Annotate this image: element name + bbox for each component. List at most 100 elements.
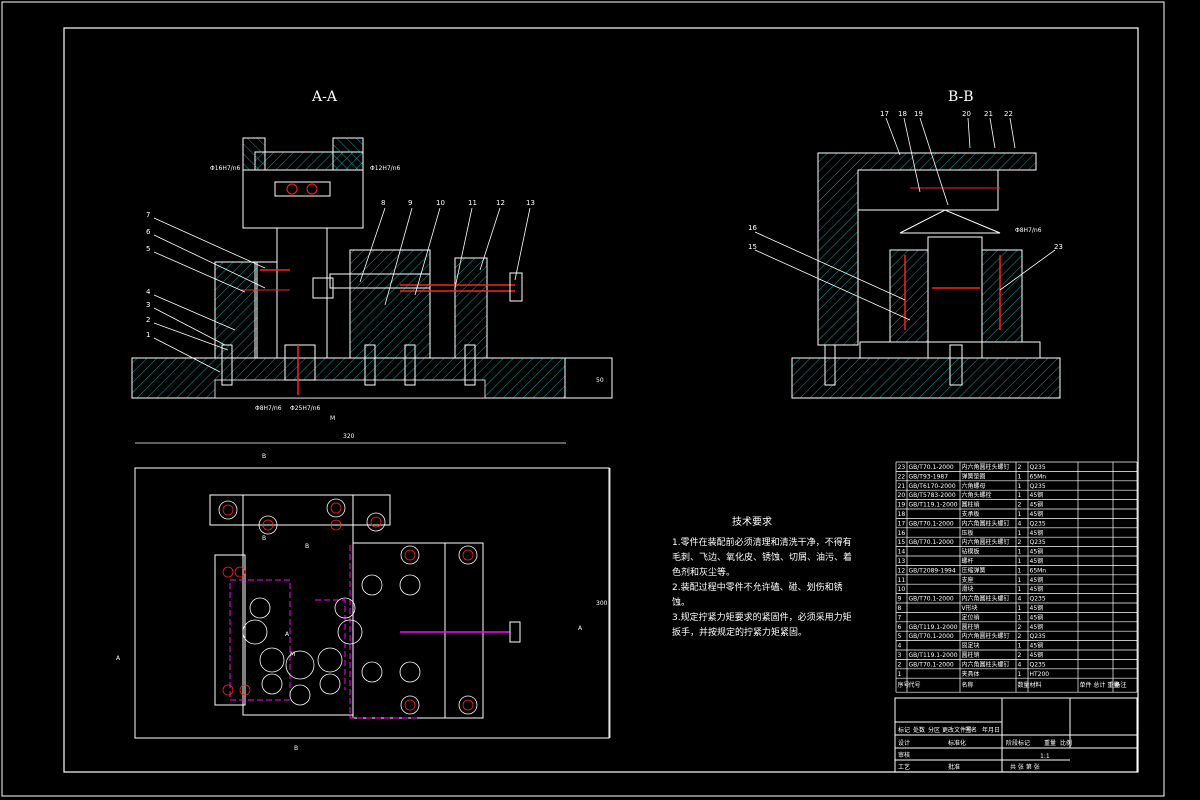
tb-date: 年月日 — [982, 726, 1000, 734]
table-cell: GB/T70.1-2000 — [909, 596, 954, 603]
tb-approve: 批准 — [948, 763, 960, 771]
table-cell: 45钢 — [1030, 510, 1044, 518]
part-number-10: 10 — [436, 199, 445, 207]
table-cell: 20 — [898, 492, 906, 499]
table-cell: GB/T119.1-2000 — [909, 652, 958, 659]
table-cell: 8 — [898, 605, 902, 612]
table-cell: 4 — [1018, 661, 1022, 668]
table-cell: 2 — [1018, 464, 1022, 471]
table-cell: 支座 — [962, 576, 974, 584]
dim-50: 50 — [596, 377, 604, 384]
part-number-5: 5 — [146, 245, 150, 253]
table-cell: 1 — [1018, 643, 1022, 650]
table-cell: 1 — [1018, 567, 1022, 574]
table-cell: 1 — [1018, 473, 1022, 480]
table-cell: 7 — [898, 614, 902, 621]
part-number-11: 11 — [468, 199, 477, 207]
tb-review: 审核 — [898, 751, 910, 759]
section-a-title: A-A — [311, 89, 338, 105]
table-cell: 10 — [898, 586, 906, 593]
table-cell: Q235 — [1030, 464, 1046, 471]
table-header-cell: 序号 — [898, 681, 910, 689]
table-cell: 5 — [898, 633, 902, 640]
table-header-cell: 材料 — [1030, 681, 1042, 689]
table-cell: 内六角圆柱头螺钉 — [962, 519, 1010, 527]
table-cell: Q235 — [1030, 539, 1046, 546]
table-cell: 14 — [898, 549, 906, 556]
table-cell: 内六角圆柱头螺钉 — [962, 632, 1010, 640]
table-cell: Q235 — [1030, 596, 1046, 603]
part-number-17: 17 — [880, 110, 889, 118]
table-cell: Q235 — [1030, 633, 1046, 640]
table-cell: 13 — [898, 558, 906, 565]
table-cell: 18 — [898, 511, 906, 518]
table-cell: 65Mn — [1030, 567, 1047, 574]
tb-scale-value: 1:1 — [1040, 753, 1050, 760]
table-cell: 19 — [898, 502, 906, 509]
table-cell: GB/T119.1-2000 — [909, 502, 958, 509]
part-number-12: 12 — [496, 199, 505, 207]
part-number-8: 8 — [381, 199, 385, 207]
table-cell: 定位销 — [962, 613, 980, 621]
section-b-title: B-B — [948, 89, 974, 105]
tb-standard: 标准化 — [948, 739, 966, 747]
table-cell: 17 — [898, 520, 906, 527]
table-cell: 固定块 — [962, 642, 980, 650]
table-cell: 45钢 — [1030, 557, 1044, 565]
table-cell: 12 — [898, 567, 906, 574]
tech-title: 技术要求 — [732, 517, 772, 528]
table-cell: 23 — [898, 464, 906, 471]
table-cell: 4 — [1018, 520, 1022, 527]
part-number-7: 7 — [146, 211, 150, 219]
table-cell: 45钢 — [1030, 529, 1044, 537]
table-cell: 1 — [1018, 671, 1022, 678]
tech-item-2: 2.装配过程中零件不允许磕、碰、划伤和锈蚀。 — [672, 583, 843, 608]
fit-bottom-2: Φ25H7/n6 — [290, 405, 321, 412]
table-cell: 螺杆 — [962, 557, 974, 565]
table-cell: 16 — [898, 530, 906, 537]
table-header-cell: 单件 总计 重量 — [1080, 681, 1120, 689]
table-cell: GB/T70.1-2000 — [909, 539, 954, 546]
part-number-4: 4 — [146, 288, 151, 296]
inner-border — [63, 27, 1139, 773]
technical-requirements: 技术要求 1.零件在装配前必须清理和清洗干净，不得有毛刺、飞边、氧化皮、锈蚀、切… — [672, 515, 857, 641]
table-cell: 1 — [1018, 511, 1022, 518]
table-cell: 压板 — [962, 529, 974, 537]
table-cell: 1 — [1018, 577, 1022, 584]
tb-sheets: 共 张 第 张 — [1010, 763, 1040, 771]
table-cell: 2 — [1018, 633, 1022, 640]
plan-label-m: M — [290, 651, 295, 658]
part-number-13: 13 — [526, 199, 535, 207]
table-cell: 65Mn — [1030, 473, 1047, 480]
table-cell: 1 — [1018, 586, 1022, 593]
table-cell: 45钢 — [1030, 642, 1044, 650]
table-cell: 1 — [1018, 605, 1022, 612]
table-cell: 45钢 — [1030, 613, 1044, 621]
table-cell: Q235 — [1030, 520, 1046, 527]
part-number-18: 18 — [898, 110, 907, 118]
table-cell: 滑块 — [962, 585, 974, 593]
table-cell: HT200 — [1030, 671, 1050, 678]
part-leaders-a — [153, 207, 531, 373]
table-cell: 夹具体 — [962, 670, 980, 678]
table-header-cell: 数量 — [1018, 681, 1030, 689]
table-cell: GB/T70.1-2000 — [909, 464, 954, 471]
table-cell: GB/T70.1-2000 — [909, 520, 954, 527]
table-cell: 圆柱销 — [962, 623, 980, 631]
table-cell: V形块 — [962, 604, 978, 612]
table-cell: 圆柱销 — [962, 651, 980, 659]
part-number-6: 6 — [146, 228, 151, 236]
part-leaders-b — [754, 117, 1056, 321]
table-cell: 6 — [898, 624, 902, 631]
dim-320: 320 — [343, 433, 355, 440]
table-cell: 21 — [898, 483, 906, 490]
table-cell: 支承板 — [962, 510, 980, 518]
table-cell: Q235 — [1030, 661, 1046, 668]
table-cell: 15 — [898, 539, 906, 546]
plan-marker-a-right: A — [578, 625, 583, 632]
table-cell: 弹簧垫圈 — [962, 472, 986, 480]
plan-marker-b-bottom: B — [294, 745, 298, 752]
table-cell: 45钢 — [1030, 585, 1044, 593]
